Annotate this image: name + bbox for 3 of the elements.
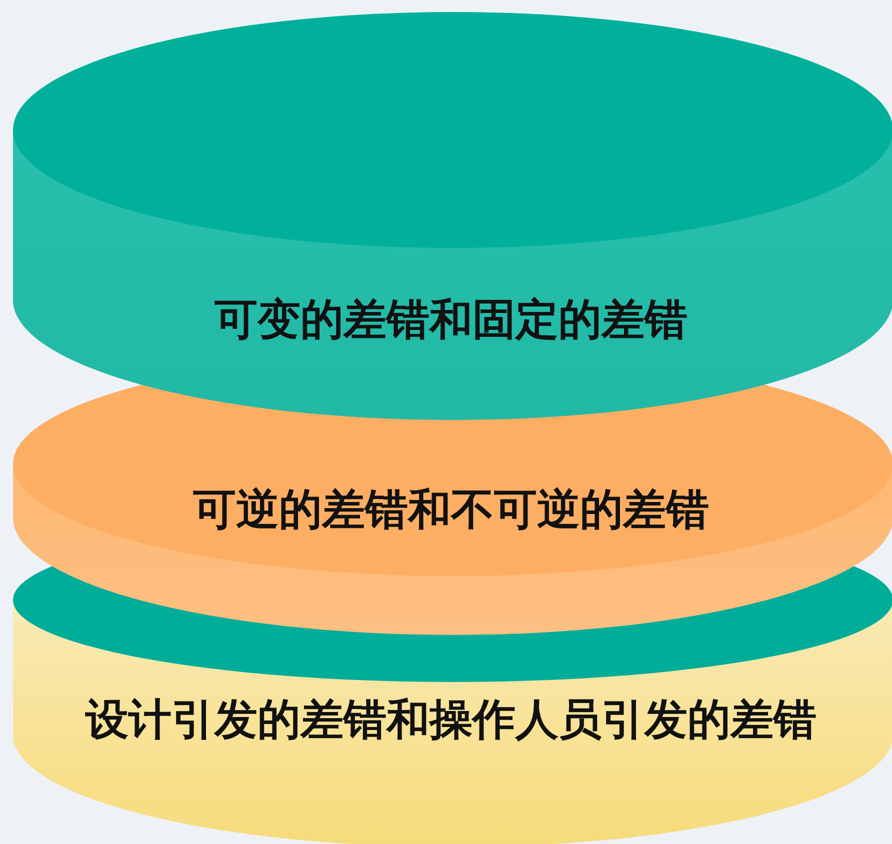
layer-label: 设计引发的差错和操作人员引发的差错 xyxy=(84,697,818,744)
layer-label: 可变的差错和固定的差错 xyxy=(214,297,688,344)
layer-label: 可逆的差错和不可逆的差错 xyxy=(192,487,710,534)
